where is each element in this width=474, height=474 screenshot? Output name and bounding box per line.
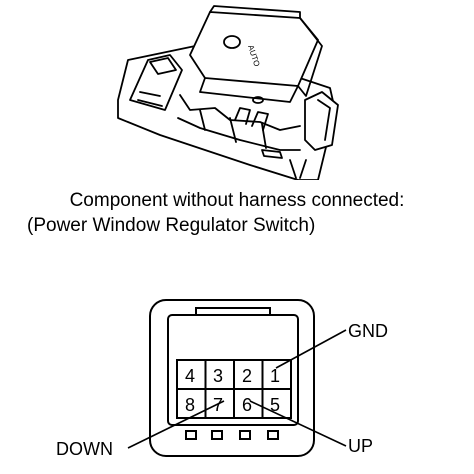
connector-latch bbox=[195, 307, 271, 315]
pin-row-bottom: 8 7 6 5 bbox=[185, 395, 280, 415]
caption-line-1: Component without harness connected: bbox=[69, 190, 405, 211]
pin-row-top: 4 3 2 1 bbox=[185, 366, 280, 386]
up-callout: UP bbox=[348, 436, 373, 456]
connector-tooth bbox=[211, 430, 223, 440]
pin-6-label: 6 bbox=[242, 395, 252, 415]
pin-2-label: 2 bbox=[242, 366, 252, 386]
gnd-callout: GND bbox=[348, 321, 388, 341]
connector-inner-frame bbox=[167, 314, 299, 426]
connector-tooth bbox=[239, 430, 251, 440]
pin-1-label: 1 bbox=[270, 366, 280, 386]
pin-7-label: 7 bbox=[213, 395, 223, 415]
down-callout: DOWN bbox=[56, 439, 113, 459]
pin-8-label: 8 bbox=[185, 395, 195, 415]
power-window-switch-illustration: AUTO bbox=[117, 5, 339, 180]
connector-outer-housing bbox=[149, 299, 315, 457]
connector-tooth bbox=[267, 430, 279, 440]
connector-tooth bbox=[185, 430, 197, 440]
pin-5-label: 5 bbox=[270, 395, 280, 415]
down-leader-line bbox=[127, 400, 225, 449]
pin-3-label: 3 bbox=[213, 366, 223, 386]
caption-line-2: (Power Window Regulator Switch) bbox=[27, 215, 316, 236]
pin-4-label: 4 bbox=[185, 366, 195, 386]
gnd-leader-line bbox=[275, 329, 347, 369]
up-leader-line bbox=[249, 400, 347, 447]
